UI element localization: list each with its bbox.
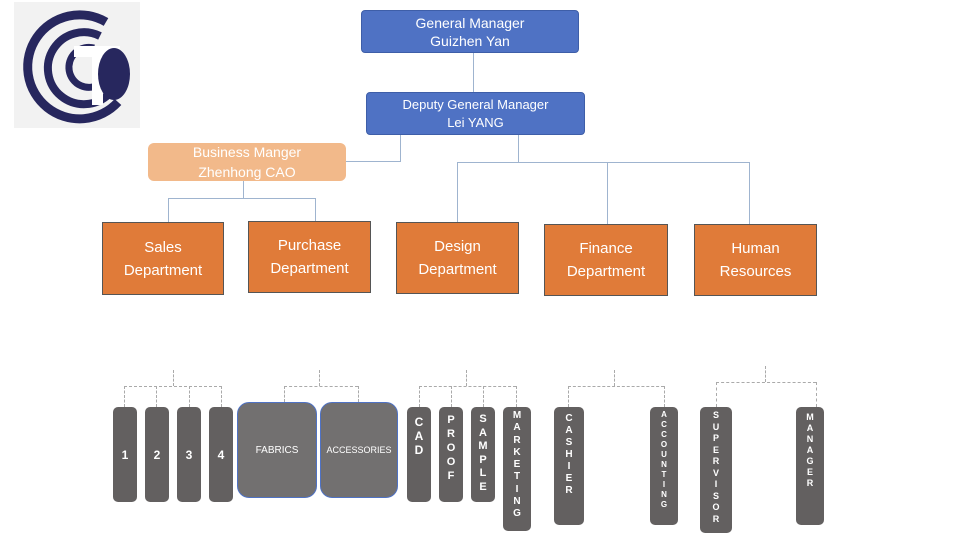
connector-left-bus: [168, 198, 316, 199]
finance-sub-drop-1: [568, 386, 569, 407]
connector-gm-dgm: [473, 52, 474, 93]
sales-subunit-3-label: 3: [185, 447, 193, 462]
sales-sub-drop-3: [189, 386, 190, 407]
finance-department-box: Finance Department: [544, 224, 668, 296]
sales-subunit-2-label: 2: [153, 447, 161, 462]
general-manager-title: General Manager: [415, 14, 525, 31]
marketing-subunit: M A R K E T I N G: [503, 407, 531, 531]
sales-sub-drop-2: [156, 386, 157, 407]
design-department-box: Design Department: [396, 222, 519, 294]
proof-subunit: P R O O F: [439, 407, 463, 502]
deputy-general-manager-title: Deputy General Manager: [402, 96, 549, 112]
supervisor-label: S U P E R V I S O R: [712, 410, 720, 524]
design-sub-drop-4: [516, 386, 517, 407]
business-manager-title: Business Manger: [192, 144, 302, 160]
connector-dgm-down: [518, 134, 519, 163]
accessories-subunit: ACCESSORIES: [320, 402, 398, 498]
connector-dgm-bm-v: [400, 134, 401, 162]
design-sub-drop-1: [419, 386, 420, 407]
connector-design: [457, 162, 458, 222]
connector-sales: [168, 198, 169, 222]
sales-department-box: Sales Department: [102, 222, 224, 295]
finance-sub-bus: [568, 386, 664, 387]
sales-sub-bus: [124, 386, 222, 387]
deputy-general-manager-box: Deputy General Manager Lei YANG: [366, 92, 585, 135]
proof-label: P R O O F: [446, 414, 456, 482]
hr-sub-bus: [716, 382, 816, 383]
fabrics-subunit: FABRICS: [237, 402, 317, 498]
logo-mark: [23, 10, 130, 124]
cad-label: C A D: [414, 415, 424, 457]
sales-sub-drop-1: [124, 386, 125, 407]
business-manager-box: Business Manger Zhenhong CAO: [148, 143, 346, 181]
connector-right-bus: [457, 162, 750, 163]
connector-purchase: [315, 198, 316, 221]
cad-subunit: C A D: [407, 407, 431, 502]
general-manager-box: General Manager Guizhen Yan: [361, 10, 579, 53]
general-manager-name: Guizhen Yan: [430, 32, 510, 49]
human-resources-line1: Human: [731, 240, 780, 257]
finance-sub-stem: [614, 370, 615, 386]
sales-subunit-4-label: 4: [217, 447, 225, 462]
accessories-label: ACCESSORIES: [326, 445, 392, 455]
design-department-line1: Design: [434, 238, 481, 255]
finance-department-line2: Department: [566, 263, 646, 280]
sales-subunit-1-label: 1: [121, 447, 129, 462]
purchase-sub-drop-2: [358, 386, 359, 402]
sales-sub-drop-4: [221, 386, 222, 407]
cashier-label: C A S H I E R: [565, 413, 573, 496]
design-sub-drop-2: [451, 386, 452, 407]
sales-sub-stem: [173, 370, 174, 386]
connector-finance: [607, 162, 608, 224]
design-department-line2: Department: [418, 261, 497, 278]
design-sub-drop-3: [483, 386, 484, 407]
deputy-general-manager-name: Lei YANG: [447, 114, 504, 130]
human-resources-line2: Resources: [719, 263, 792, 280]
sales-subunit-2: 2: [145, 407, 169, 502]
sample-label: S A M P L E: [478, 413, 488, 493]
finance-department-line1: Finance: [579, 240, 633, 257]
sales-subunit-3: 3: [177, 407, 201, 502]
cashier-subunit: C A S H I E R: [554, 407, 584, 525]
company-logo: [14, 2, 140, 128]
fabrics-label: FABRICS: [255, 444, 299, 456]
manager-subunit: M A N A G E R: [796, 407, 824, 525]
purchase-sub-drop-1: [284, 386, 285, 402]
design-sub-stem: [466, 370, 467, 386]
connector-hr: [749, 162, 750, 224]
purchase-sub-stem: [319, 370, 320, 386]
hr-sub-stem: [765, 366, 766, 382]
sales-department-line1: Sales: [144, 238, 182, 256]
purchase-department-line1: Purchase: [277, 237, 342, 254]
marketing-label: M A R K E T I N G: [512, 410, 522, 520]
purchase-department-line2: Department: [270, 260, 349, 277]
sales-department-line2: Department: [123, 261, 203, 279]
hr-sub-drop-1: [716, 382, 717, 407]
connector-dgm-bm-h: [346, 161, 401, 162]
purchase-department-box: Purchase Department: [248, 221, 371, 293]
accounting-label: A C C O U N T I N G: [660, 410, 668, 509]
business-manager-name: Zhenhong CAO: [198, 164, 296, 180]
manager-label: M A N A G E R: [806, 412, 814, 488]
accounting-subunit: A C C O U N T I N G: [650, 407, 678, 525]
sales-subunit-1: 1: [113, 407, 137, 502]
purchase-sub-bus: [284, 386, 358, 387]
hr-sub-drop-2: [816, 382, 817, 407]
supervisor-subunit: S U P E R V I S O R: [700, 407, 732, 533]
design-sub-bus: [419, 386, 516, 387]
connector-bm-down: [243, 181, 244, 199]
sample-subunit: S A M P L E: [471, 407, 495, 502]
sales-subunit-4: 4: [209, 407, 233, 502]
human-resources-box: Human Resources: [694, 224, 817, 296]
finance-sub-drop-2: [664, 386, 665, 407]
